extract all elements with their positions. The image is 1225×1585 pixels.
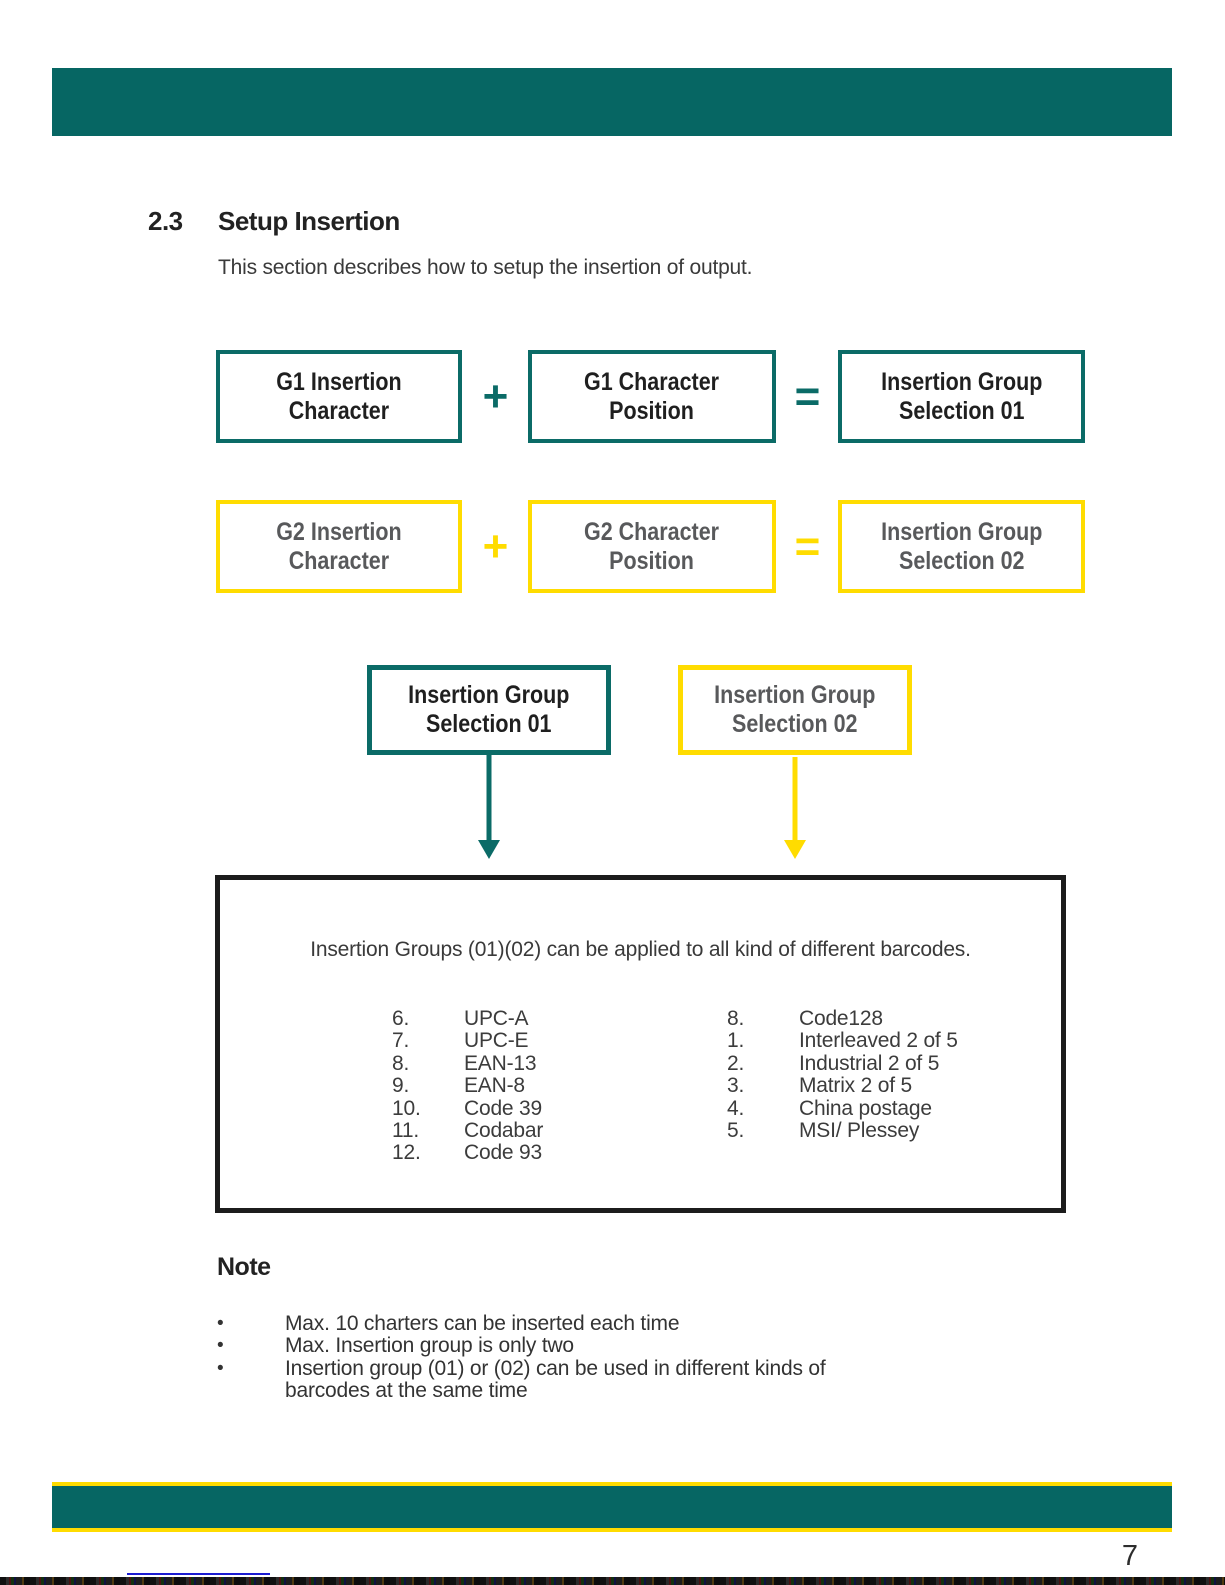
note-heading: Note — [217, 1253, 271, 1281]
page-header-bar — [52, 68, 1172, 136]
plus-operator-row2: + — [482, 522, 509, 571]
list-item: 8.Code128 — [727, 1007, 883, 1030]
page-number: 7 — [1121, 1540, 1139, 1572]
list-item: 5.MSI/ Plessey — [727, 1119, 920, 1143]
note-bullet: • Max. Insertion group is only two — [217, 1334, 574, 1358]
g2-insertion-character-box: G2 Insertion Character — [216, 500, 462, 593]
list-item: 6.UPC-A — [392, 1007, 529, 1030]
section-description: This section describes how to setup the … — [218, 256, 753, 279]
note-bullet-list: • Max. 10 charters can be inserted each … — [217, 1312, 897, 1402]
barcode-list-right-column: 8.Code128 1.Interleaved 2 of 5 2.Industr… — [727, 1007, 958, 1143]
insertion-group-selection-02-result-label: Insertion Group Selection 02 — [880, 517, 1043, 575]
insertion-group-selection-02-box: Insertion Group Selection 02 — [678, 665, 912, 755]
list-item: 4.China postage — [727, 1096, 932, 1120]
footer-link-underline[interactable] — [127, 1573, 270, 1575]
barcode-list-panel — [215, 875, 1066, 1213]
list-item: 10.Code 39 — [392, 1096, 542, 1120]
g1-character-position-box: G1 Character Position — [528, 350, 776, 443]
list-item: 8.EAN-13 — [392, 1051, 537, 1075]
list-item: 1.Interleaved 2 of 5 — [727, 1029, 958, 1053]
insertion-group-selection-02-result-box: Insertion Group Selection 02 — [838, 500, 1085, 593]
list-item: 2.Industrial 2 of 5 — [727, 1051, 940, 1075]
insertion-group-selection-02-label: Insertion Group Selection 02 — [714, 681, 876, 738]
equals-operator-row2: = — [794, 522, 821, 571]
insertion-group-selection-01-box: Insertion Group Selection 01 — [367, 665, 611, 755]
list-item: 12.Code 93 — [392, 1141, 542, 1165]
note-bullet: • Insertion group (01) or (02) can be us… — [217, 1356, 826, 1402]
teal-down-arrow-icon — [478, 755, 500, 859]
page-footer-bar — [52, 1482, 1172, 1532]
list-item: 3.Matrix 2 of 5 — [727, 1074, 912, 1098]
insertion-group-selection-01-label: Insertion Group Selection 01 — [408, 681, 570, 738]
list-item: 9.EAN-8 — [392, 1074, 525, 1098]
plus-operator-row1: + — [482, 372, 509, 421]
list-item: 11.Codabar — [392, 1119, 544, 1143]
bullet-icon: • — [217, 1313, 224, 1334]
list-item: 7.UPC-E — [392, 1029, 529, 1053]
g2-character-position-label: G2 Character Position — [584, 517, 720, 575]
g1-character-position-label: G1 Character Position — [584, 367, 720, 425]
section-title: Setup Insertion — [218, 206, 400, 236]
g1-insertion-character-label: G1 Insertion Character — [276, 367, 402, 425]
insertion-group-selection-01-result-box: Insertion Group Selection 01 — [838, 350, 1085, 443]
note-bullet: • Max. 10 charters can be inserted each … — [217, 1312, 680, 1335]
section-number: 2.3 — [148, 206, 183, 236]
barcode-list-left-column: 6.UPC-A 7.UPC-E 8.EAN-13 9.EAN-8 10.Code… — [392, 1007, 544, 1165]
g2-character-position-box: G2 Character Position — [528, 500, 776, 593]
barcode-panel-caption: Insertion Groups (01)(02) can be applied… — [310, 938, 971, 961]
scan-edge-artifact — [0, 1577, 1225, 1585]
equals-operator-row1: = — [794, 372, 821, 421]
yellow-down-arrow-icon — [784, 757, 806, 859]
bullet-icon: • — [217, 1335, 224, 1357]
g1-insertion-character-box: G1 Insertion Character — [216, 350, 462, 443]
bullet-icon: • — [217, 1357, 224, 1379]
g2-insertion-character-label: G2 Insertion Character — [276, 517, 402, 575]
insertion-group-selection-01-result-label: Insertion Group Selection 01 — [880, 367, 1043, 425]
